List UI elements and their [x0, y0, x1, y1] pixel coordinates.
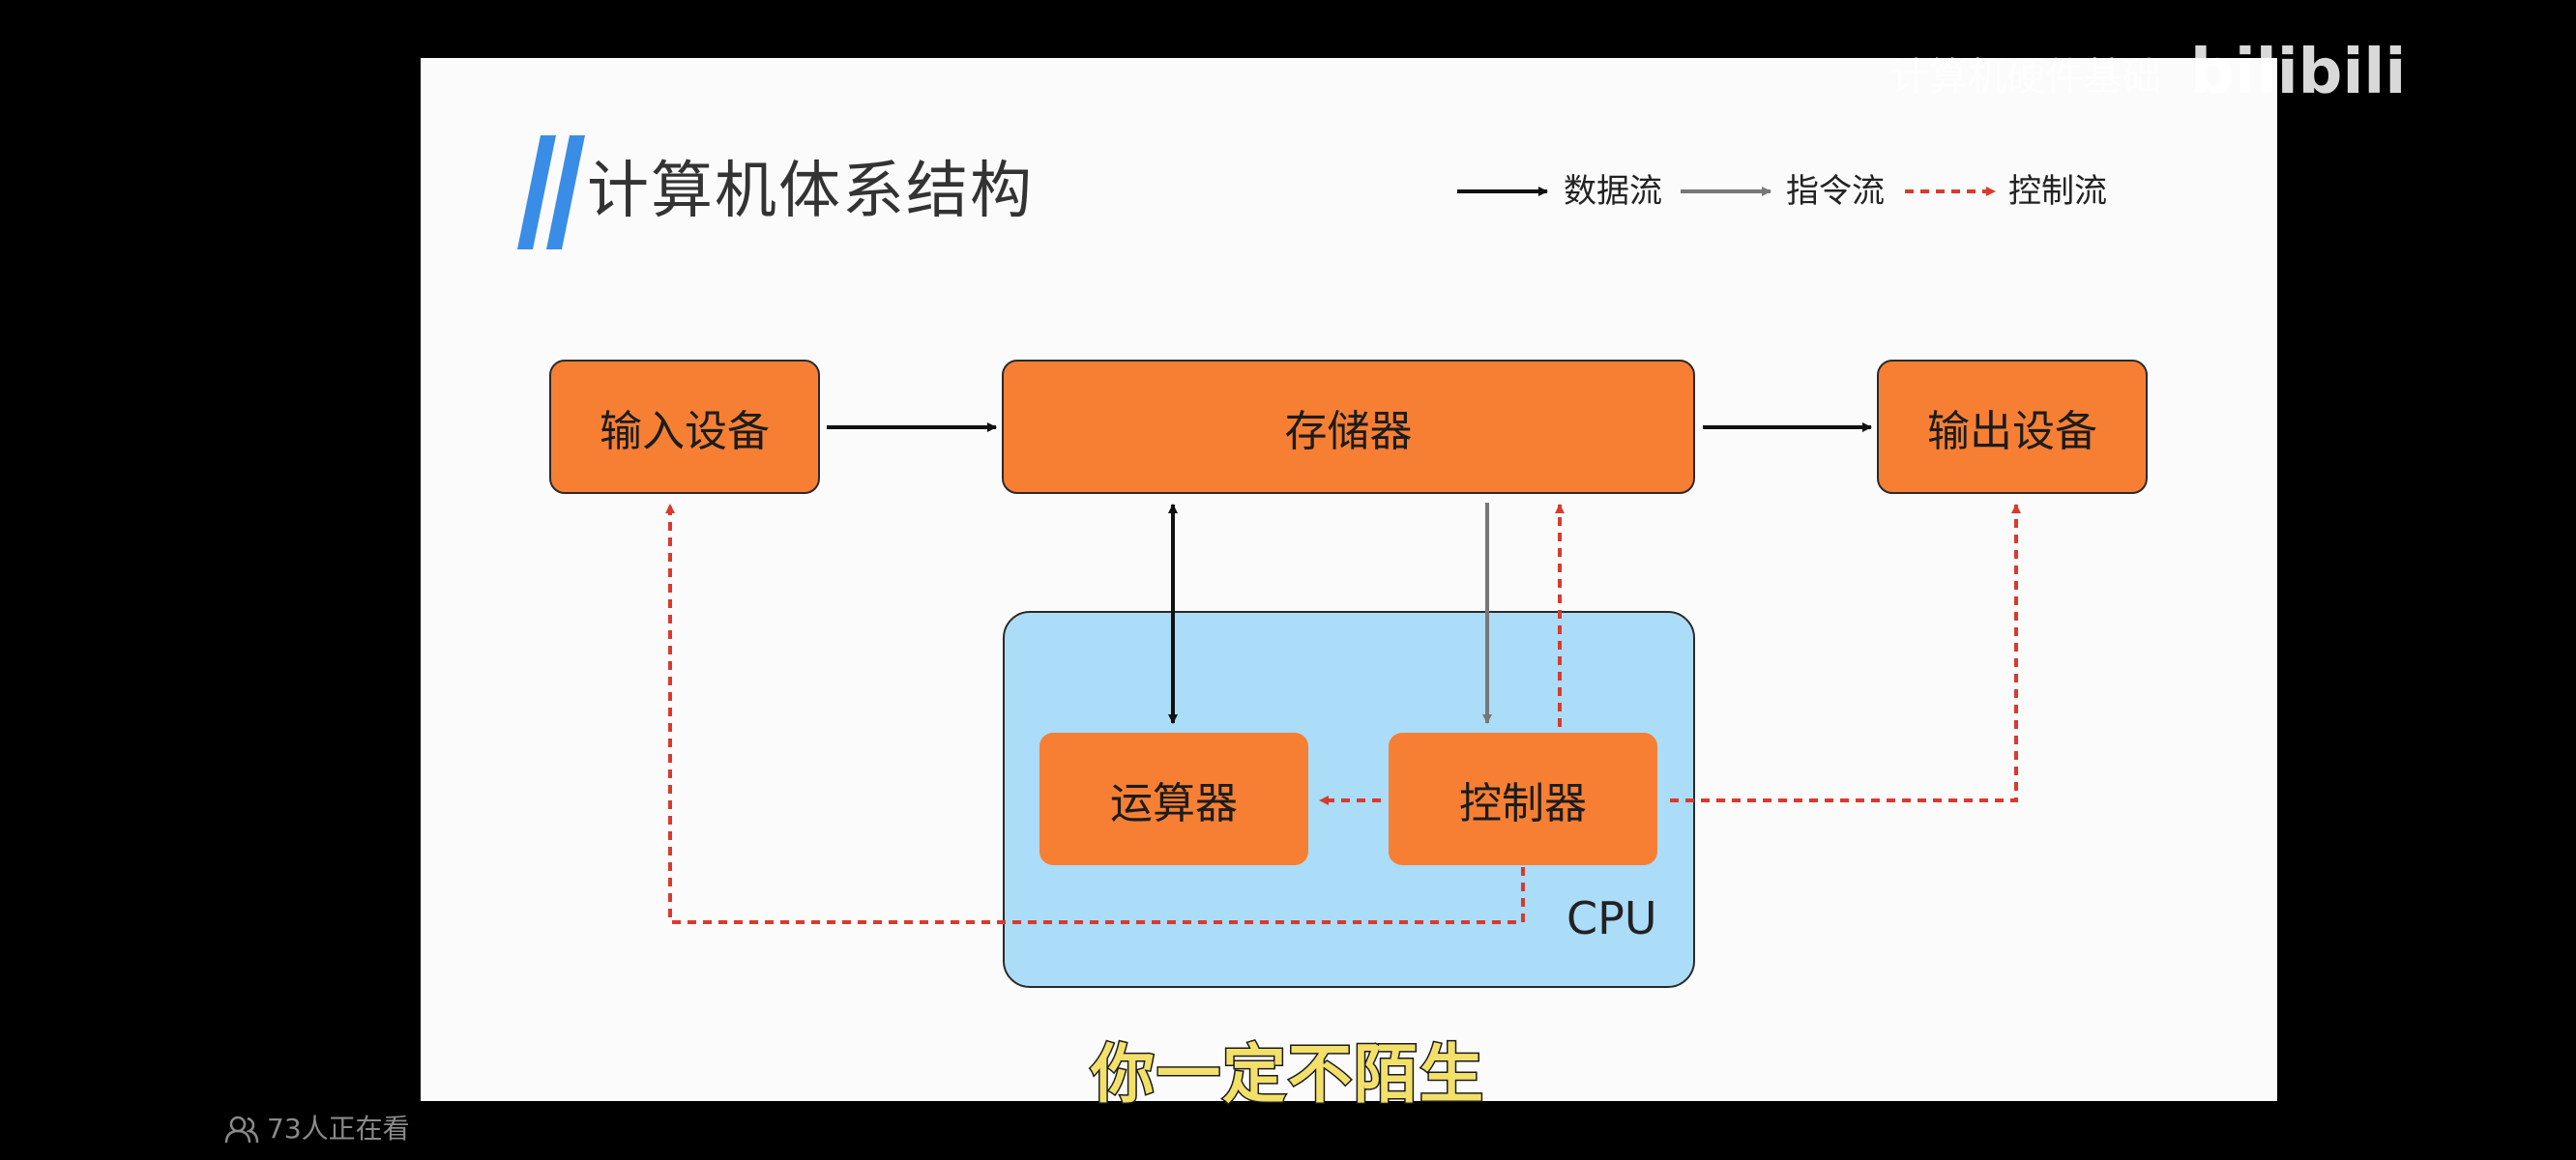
legend-instruction-flow: 指令流 — [1786, 172, 1885, 211]
slide-title: 计算机体系结构 — [587, 156, 1034, 227]
viewer-count-label: 73人正在看 — [267, 1113, 410, 1145]
watermark-text: 计算机硬件基础 — [1890, 55, 2161, 100]
bilibili-logo: bilibili — [2190, 37, 2407, 108]
legend-control-flow: 控制流 — [2008, 172, 2107, 211]
output-device-box: 输出设备 — [1877, 360, 2148, 494]
viewer-count: 73人正在看 — [224, 1110, 410, 1148]
viewers-icon — [224, 1116, 259, 1144]
legend-data-flow: 数据流 — [1564, 172, 1662, 211]
input-device-box: 输入设备 — [549, 360, 820, 494]
arrow-controller-to-input — [665, 504, 1525, 924]
memory-box: 存储器 — [1002, 360, 1695, 494]
alu-box: 运算器 — [1039, 733, 1308, 865]
video-subtitle: 你一定不陌生 — [1090, 1036, 1485, 1114]
arrow-controller-to-output — [1670, 504, 2021, 802]
cpu-label: CPU — [1566, 892, 1657, 944]
controller-box: 控制器 — [1389, 733, 1657, 865]
title-accent-icon — [517, 135, 585, 249]
